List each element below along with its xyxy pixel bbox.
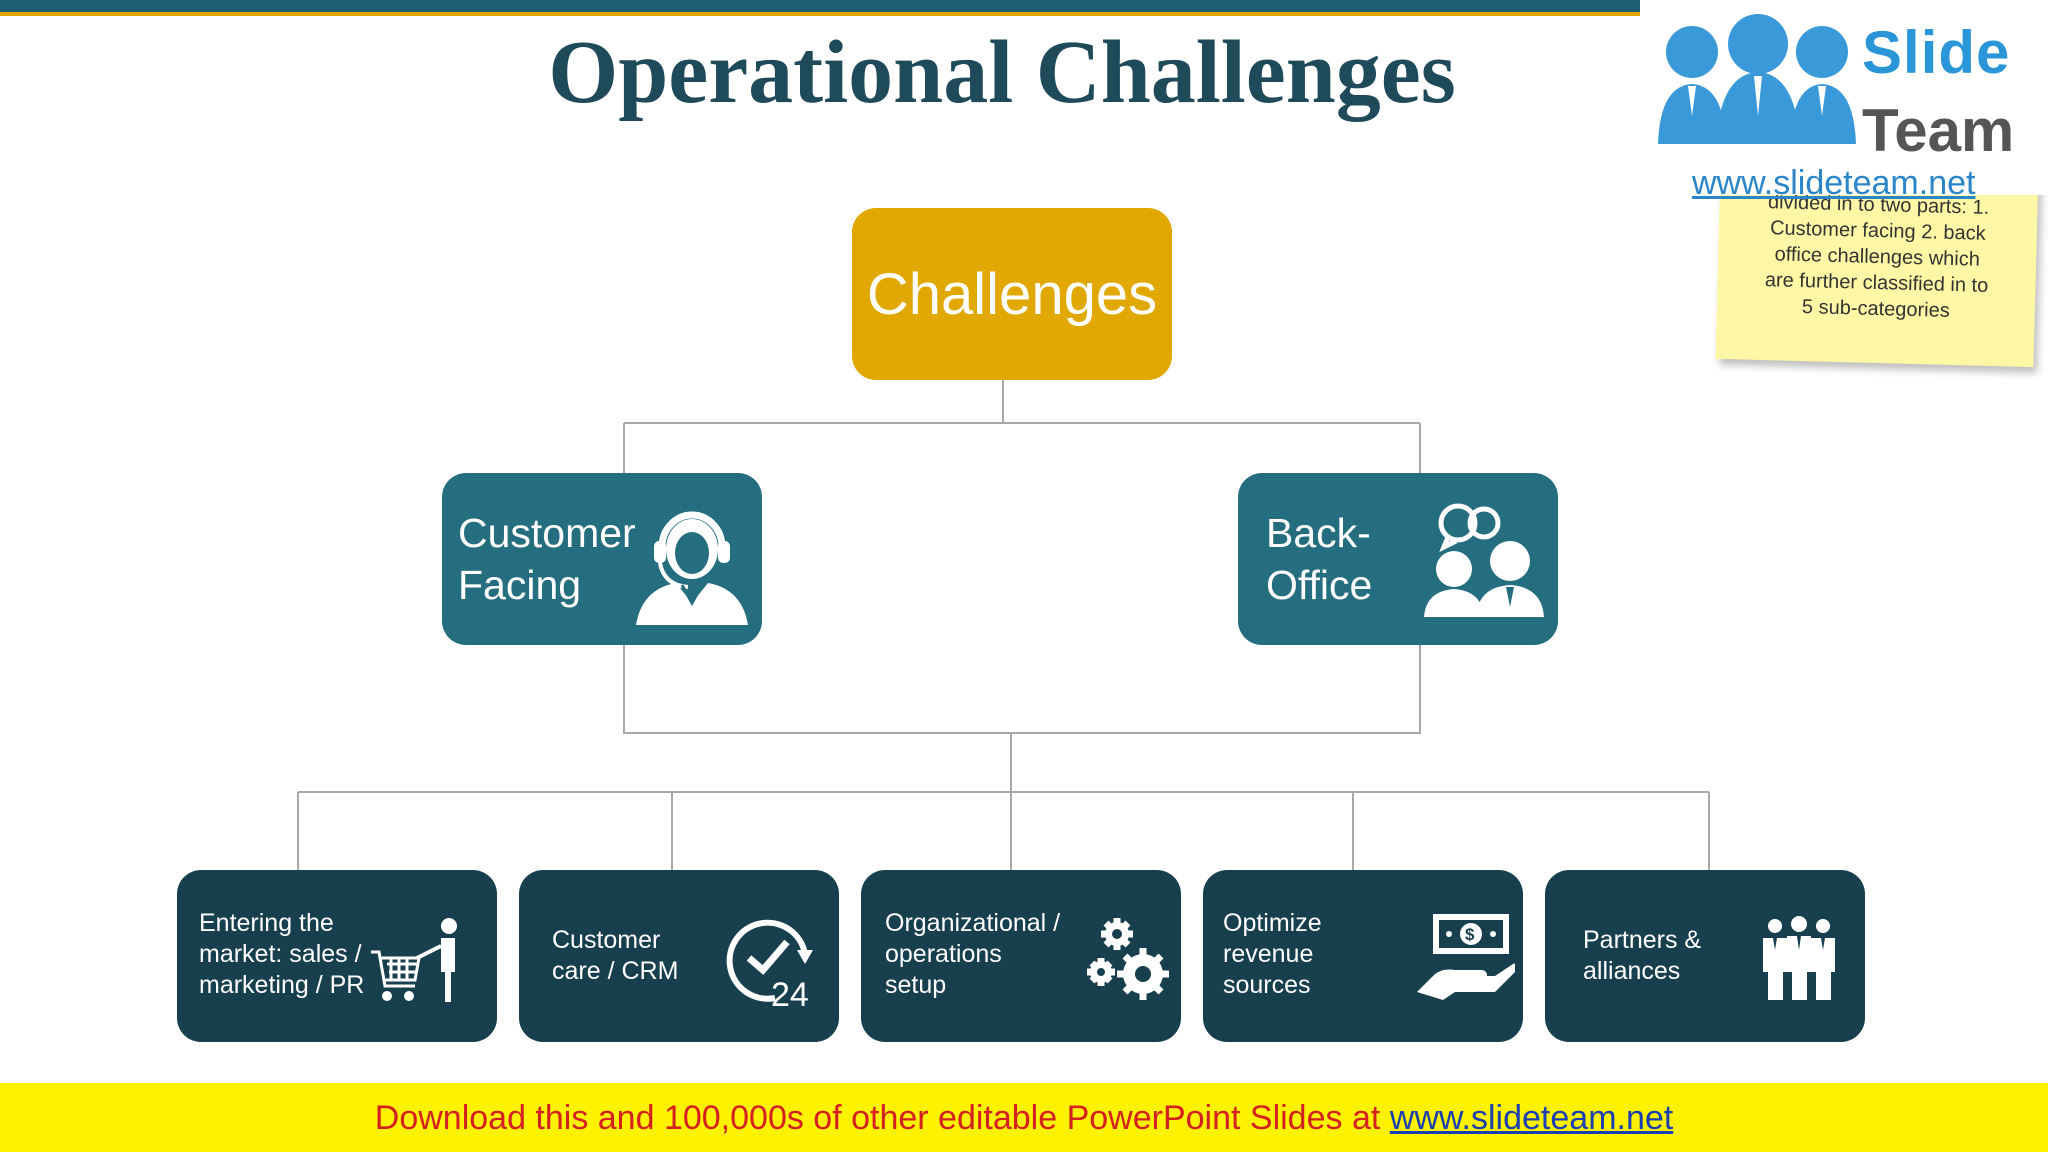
team-group-icon <box>1763 916 1835 1000</box>
node-label-line: operations <box>885 940 1002 968</box>
node-label-line: alliances <box>1583 957 1681 985</box>
slide-title: Operational Challenges <box>548 23 1456 122</box>
business-people-chat-icon <box>1424 503 1544 617</box>
node-label-line: Facing <box>458 562 582 608</box>
node-label-line: Customer <box>552 926 661 954</box>
slideteam-logo: Slide Team www.slideteam.net <box>1640 0 2048 202</box>
leaf-node-revenue: Optimize revenue sources $ <box>1203 870 1523 1042</box>
node-label-line: Partners & <box>1583 926 1702 954</box>
node-label-line: Back- <box>1266 510 1371 556</box>
logo-url-link[interactable]: www.slideteam.net <box>1692 164 1976 202</box>
node-label-line: revenue <box>1223 940 1314 968</box>
node-label-line: Optimize <box>1223 909 1322 937</box>
shopping-cart-person-icon <box>371 918 457 1002</box>
node-label-line: marketing / PR <box>199 971 365 999</box>
node-label-line: Office <box>1266 562 1373 608</box>
node-label-line: sources <box>1223 971 1311 999</box>
node-label-line: Organizational / <box>885 909 1061 937</box>
clock-24-icon: 24 <box>726 919 813 1010</box>
back-office-node: Back- Office <box>1238 473 1558 645</box>
node-label-line: setup <box>885 971 947 999</box>
node-label-line: Customer <box>458 510 636 556</box>
people-logo-icon <box>1658 14 1856 144</box>
top-accent-bar <box>0 0 1640 12</box>
node-label-line: market: sales / <box>199 940 362 968</box>
footer-text: Download this and 100,000s of other edit… <box>374 1099 1390 1137</box>
leaf-node-organizational: Organizational / operations setup <box>861 870 1181 1042</box>
svg-text:$: $ <box>1465 925 1475 944</box>
footer-link[interactable]: www.slideteam.net <box>1389 1099 1674 1137</box>
top-accent-stripe <box>0 12 1640 16</box>
footer-banner: Download this and 100,000s of other edit… <box>0 1083 2048 1152</box>
svg-text:24: 24 <box>771 976 809 1010</box>
gears-icon <box>1087 918 1169 1000</box>
node-label-line: Entering the <box>199 909 334 937</box>
challenges-root-node: Challenges <box>852 208 1172 380</box>
money-hand-icon: $ <box>1417 914 1515 1000</box>
leaf-node-customer-care: Customer care / CRM 24 <box>519 870 839 1042</box>
leaf-node-market: Entering the market: sales / marketing /… <box>177 870 497 1042</box>
logo-text-slide: Slide <box>1862 19 2011 86</box>
leaf-node-partners: Partners & alliances <box>1545 870 1865 1042</box>
customer-support-agent-icon <box>636 511 748 625</box>
logo-text-team: Team <box>1862 97 2015 164</box>
node-label-line: care / CRM <box>552 957 679 985</box>
